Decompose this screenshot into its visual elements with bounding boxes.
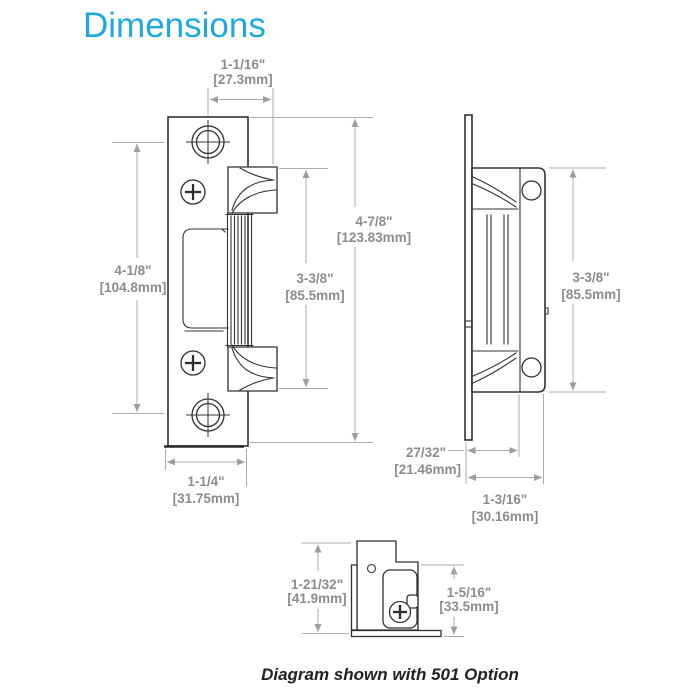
dim-side-body-height-in: 3-3/8" — [572, 270, 609, 285]
dim-front-screw-spacing-mm: [104.8mm] — [100, 280, 167, 295]
dim-front-screw-spacing-in: 4-1/8" — [114, 263, 151, 278]
screw-bottom-icon — [180, 350, 206, 376]
lip-edge — [350, 564, 358, 631]
body-hole-bottom-icon — [521, 357, 542, 378]
dim-side-total-depth-mm: [30.16mm] — [472, 509, 539, 524]
mounting-hole-bottom-icon — [186, 393, 230, 437]
dim-front-top-width: 1-1/16" [27.3mm] — [207, 57, 274, 164]
front-view — [164, 116, 278, 448]
body-hole-top-icon — [521, 180, 542, 201]
dim-front-faceplate-width-mm: [31.75mm] — [173, 491, 240, 506]
dim-front-keeper-height-in: 3-3/8" — [296, 271, 333, 286]
dim-front-screw-spacing: 4-1/8" [104.8mm] — [100, 142, 167, 414]
bottom-view — [350, 540, 442, 638]
latch-tab — [406, 594, 419, 609]
screw-bottom-view-icon — [388, 600, 412, 624]
keeper-side-detail — [464, 176, 549, 384]
dim-bottom-body-depth: 1-21/32" [41.9mm] — [287, 542, 351, 634]
dim-side-body-height-mm: [85.5mm] — [561, 287, 620, 302]
dim-side-total-depth-in: 1-3/16" — [483, 492, 528, 507]
dim-front-keeper-height: 3-3/8" [85.5mm] — [279, 168, 345, 389]
mounting-hole-top-icon — [186, 120, 230, 164]
dim-side-lip-depth-in: 27/32" — [406, 445, 446, 460]
dim-bottom-body-depth-mm: [41.9mm] — [287, 591, 346, 606]
dim-bottom-body-depth-in: 1-21/32" — [291, 577, 343, 592]
dim-front-faceplate-height: 4-7/8" [123.83mm] — [250, 117, 411, 443]
keeper-front — [225, 166, 278, 392]
dim-bottom-body-width: 1-5/16" [33.5mm] — [421, 564, 499, 637]
dim-bottom-body-width-mm: [33.5mm] — [439, 599, 498, 614]
small-hole-icon — [366, 563, 377, 574]
dim-side-lip-depth: 27/32" [21.46mm] — [394, 394, 544, 484]
side-view — [464, 114, 549, 441]
dim-side-total-depth: 1-3/16" [30.16mm] — [468, 474, 542, 524]
dim-front-top-width-mm: [27.3mm] — [213, 72, 272, 87]
faceplate-edge — [464, 114, 473, 441]
dim-front-faceplate-height-mm: [123.83mm] — [337, 230, 411, 245]
dim-side-body-height: 3-3/8" [85.5mm] — [549, 167, 621, 393]
page-title: Dimensions — [83, 6, 266, 45]
dim-side-lip-depth-mm: [21.46mm] — [394, 462, 461, 477]
dim-front-keeper-height-mm: [85.5mm] — [285, 288, 344, 303]
dim-front-faceplate-width-in: 1-1/4" — [187, 474, 224, 489]
screw-top-icon — [180, 179, 206, 205]
faceplate-bottom-view — [350, 629, 442, 638]
diagram-caption: Diagram shown with 501 Option — [261, 665, 519, 684]
dim-front-faceplate-width: 1-1/4" [31.75mm] — [165, 449, 247, 506]
dim-front-faceplate-height-in: 4-7/8" — [355, 214, 392, 229]
dim-bottom-body-width-in: 1-5/16" — [447, 585, 492, 600]
latch-cavity — [182, 228, 229, 332]
dim-front-top-width-in: 1-1/16" — [221, 57, 266, 72]
